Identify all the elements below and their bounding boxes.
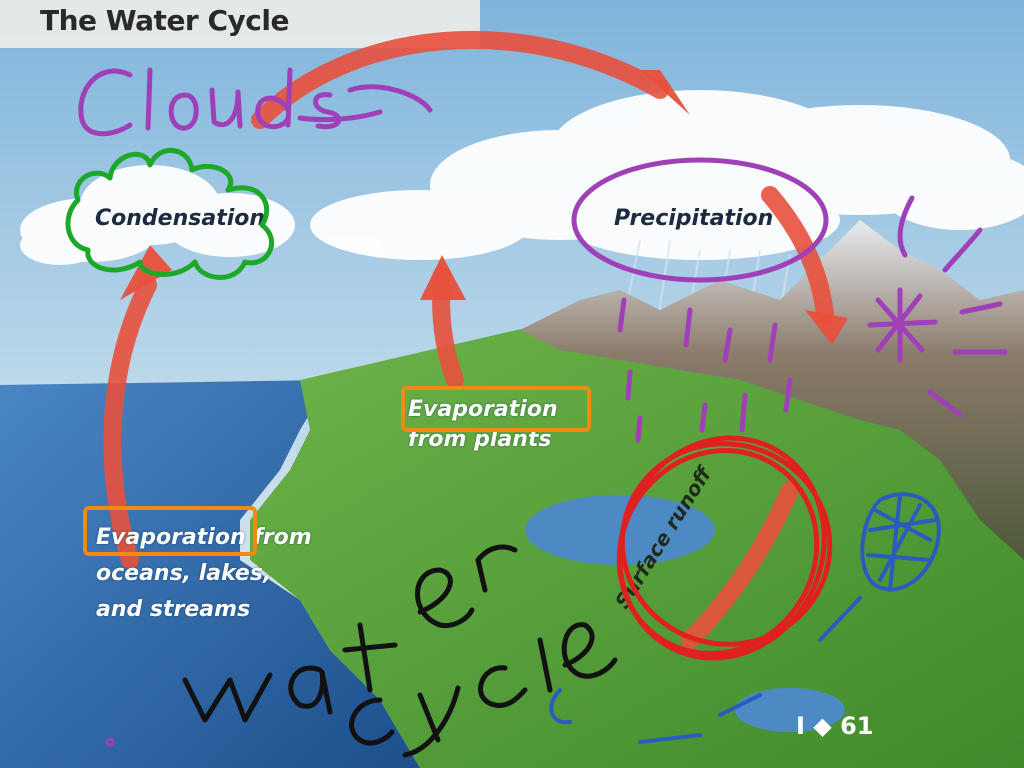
label-evaporation-from-plants: Evaporation from plants bbox=[408, 395, 558, 455]
label-condensation: Condensation bbox=[95, 206, 266, 231]
label-evaporation-from-oceans: Evaporation from oceans, lakes, and stre… bbox=[96, 520, 312, 628]
small-lake bbox=[735, 688, 845, 732]
evap-plants-line-2: from plants bbox=[408, 427, 552, 452]
diagram-title: The Water Cycle bbox=[40, 4, 289, 37]
evap-oceans-line-1: Evaporation from bbox=[96, 525, 312, 550]
evap-oceans-line-2: oceans, lakes, bbox=[96, 561, 272, 586]
label-precipitation: Precipitation bbox=[614, 206, 774, 231]
evap-oceans-line-3: and streams bbox=[96, 597, 251, 622]
page-reference: I ◆ 61 bbox=[796, 712, 874, 740]
evap-plants-line-1: Evaporation bbox=[408, 397, 558, 422]
